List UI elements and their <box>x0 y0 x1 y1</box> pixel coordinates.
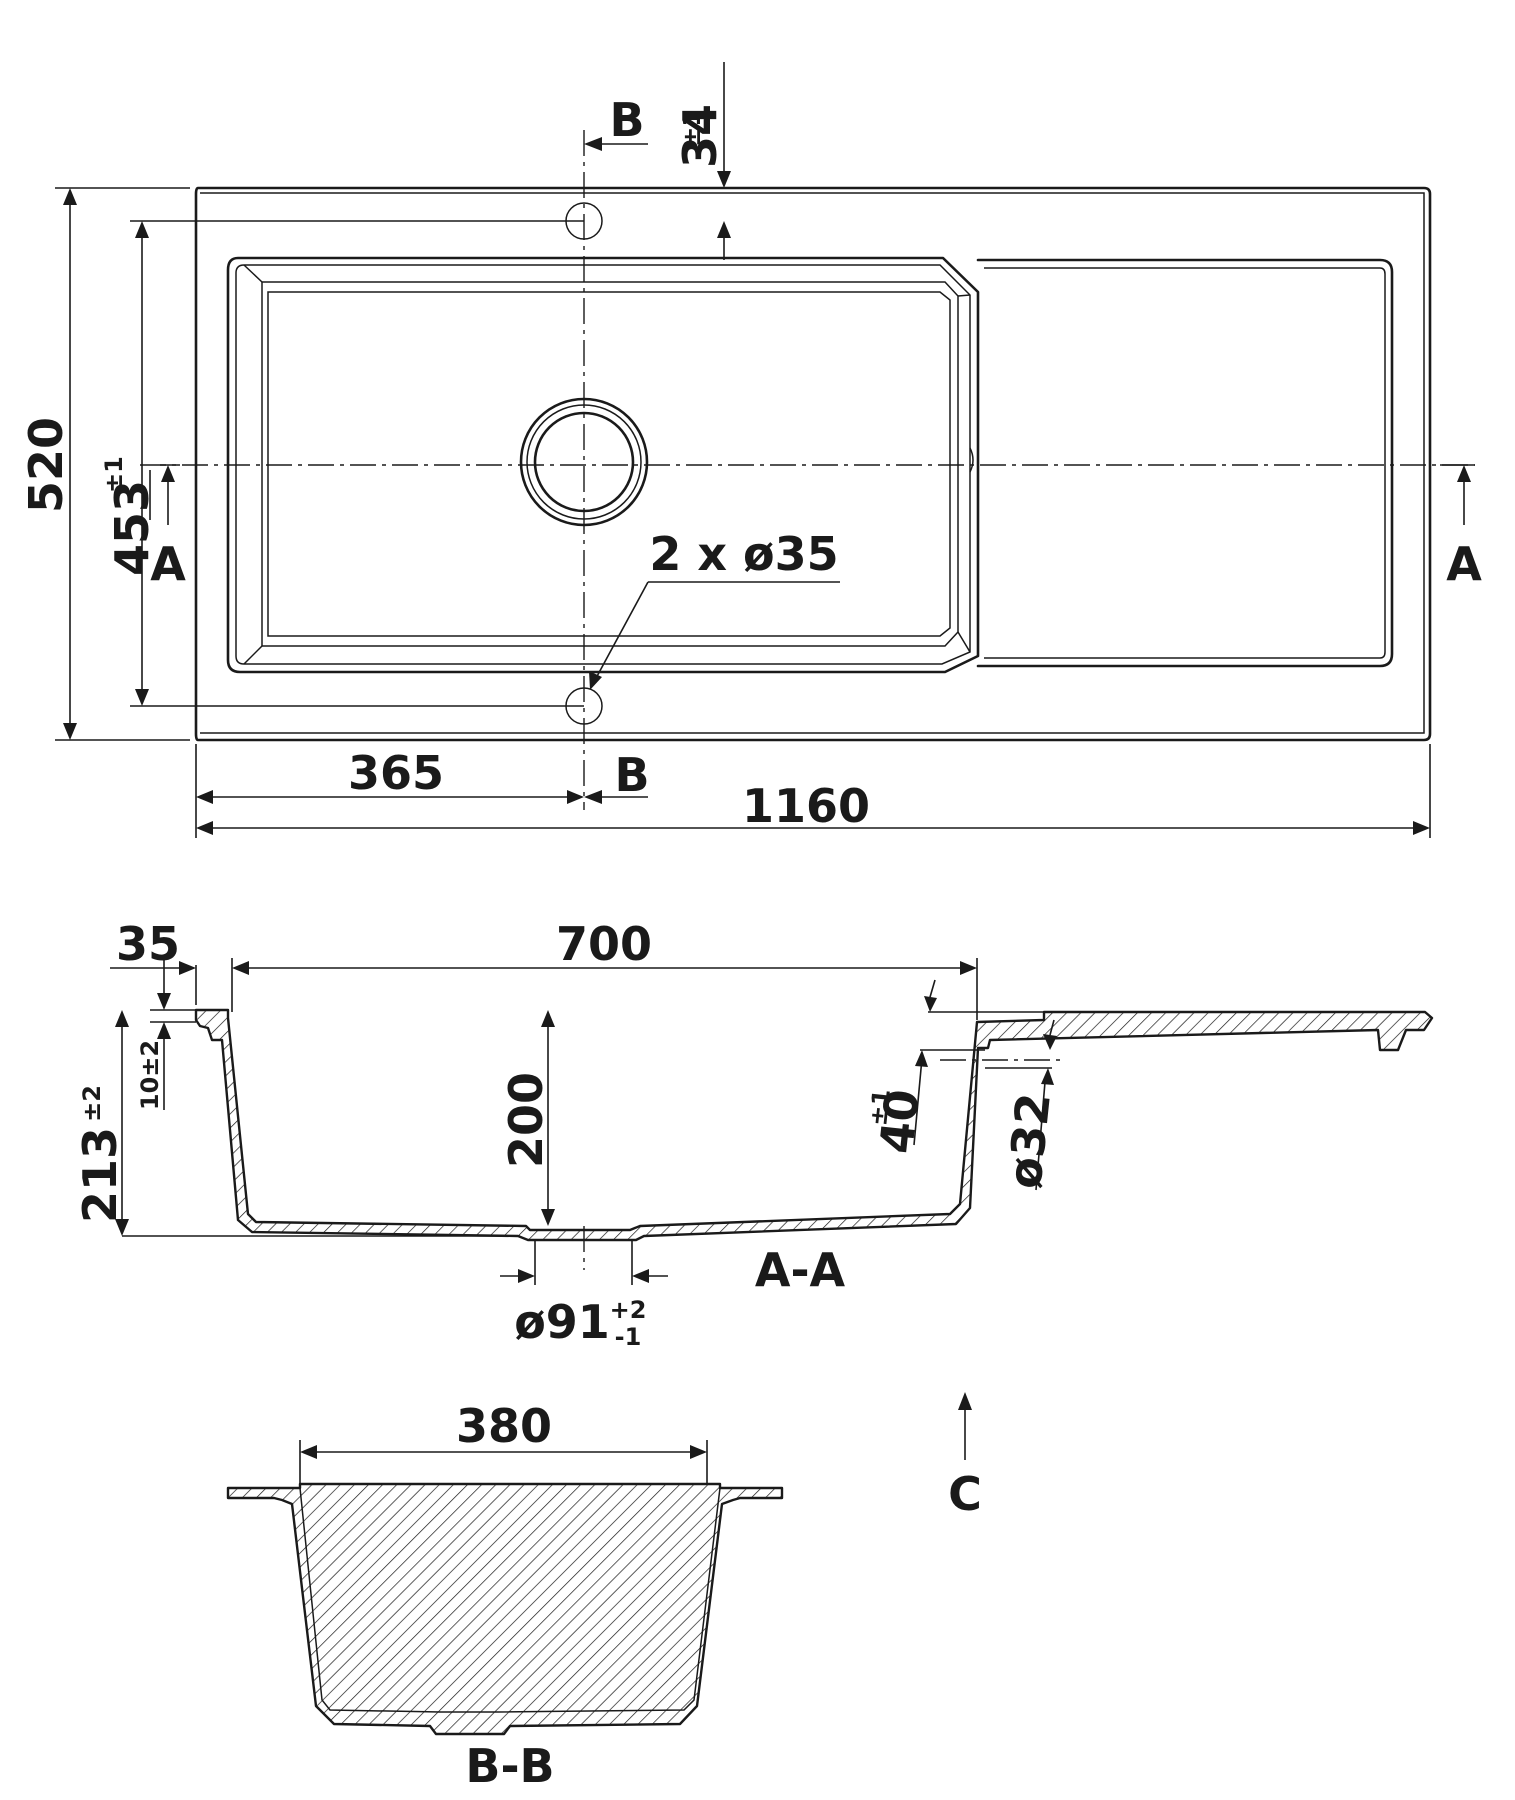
dim-drain-diameter: ø91 +2 -1 <box>500 1226 668 1351</box>
dim-bb-bowl-width: 380 <box>299 1399 708 1484</box>
overflow-height-value: 40 <box>869 1087 929 1156</box>
hole-offset-value: 34 <box>673 104 727 168</box>
section-a-label-right: A <box>1446 537 1482 591</box>
top-view: 520 453 ±1 A A <box>19 62 1482 838</box>
bowl-center-value: 365 <box>348 746 444 800</box>
main-bowl <box>226 256 980 674</box>
section-a-label-left: A <box>150 537 186 591</box>
bb-bowl-width-value: 380 <box>456 1399 552 1453</box>
overall-depth-value: 520 <box>19 417 73 513</box>
dim-overall-depth: 520 <box>19 187 190 741</box>
section-b-label-bottom: B <box>614 748 649 802</box>
section-aa-wall <box>194 1008 1434 1242</box>
dim-rim-offset: 35 <box>110 917 196 975</box>
view-c-marker: C <box>948 1392 982 1521</box>
dim-inner-depth: 453 ±1 <box>100 220 584 707</box>
dim-rim-height: 10±2 <box>136 960 171 1110</box>
sink-outline <box>194 186 1432 742</box>
section-b-marker-top: B <box>584 93 648 151</box>
dim-overflow-diameter: ø32 <box>940 1019 1061 1191</box>
overall-width-value: 1160 <box>742 779 870 833</box>
total-height-value: 213 <box>73 1127 127 1223</box>
drain-tolerance-plus: +2 <box>610 1296 647 1324</box>
rim-height-value: 10±2 <box>136 1040 164 1110</box>
bowl-depth-value: 200 <box>499 1072 553 1168</box>
section-bb-wall <box>226 1482 784 1736</box>
drain-tolerance-minus: -1 <box>615 1323 642 1351</box>
section-b-label-top: B <box>609 93 644 147</box>
rim-offset-value: 35 <box>116 917 180 971</box>
dim-overflow-height: 40 ±1 <box>864 979 1044 1156</box>
overflow-height-tolerance: ±1 <box>864 1088 896 1128</box>
section-b-marker-bottom: B <box>584 748 650 804</box>
section-aa: 35 700 213 ±2 10±2 2 <box>73 917 1434 1351</box>
hole-offset-tolerance: ±1 <box>678 110 706 147</box>
dim-overall-width: 1160 <box>196 744 1431 838</box>
dim-bowl-depth: 200 <box>499 1010 555 1226</box>
drainboard <box>969 258 1394 668</box>
aa-bowl-width-value: 700 <box>556 917 652 971</box>
dim-total-height: 213 ±2 <box>73 1010 129 1236</box>
section-bb-label: B-B <box>465 1739 554 1793</box>
view-c-label: C <box>948 1467 982 1521</box>
dim-aa-bowl-width: 700 <box>232 917 977 975</box>
overflow-diameter-value: ø32 <box>997 1090 1061 1191</box>
tap-hole-callout: 2 x ø35 <box>589 527 840 690</box>
inner-depth-tolerance: ±1 <box>100 456 128 493</box>
section-a-marker-right: A <box>1440 464 1482 591</box>
section-a-marker-left: A <box>149 464 186 591</box>
section-bb-inner <box>299 1487 721 1713</box>
section-aa-label: A-A <box>755 1243 846 1297</box>
total-height-tolerance: ±2 <box>78 1085 106 1122</box>
dim-bowl-center: 365 <box>195 744 584 838</box>
drain-diameter-value: ø91 <box>514 1295 610 1349</box>
dim-hole-offset: 34 ±1 <box>673 62 731 260</box>
section-bb: 380 B-B <box>226 1399 784 1793</box>
tap-hole-spec: 2 x ø35 <box>649 527 838 581</box>
